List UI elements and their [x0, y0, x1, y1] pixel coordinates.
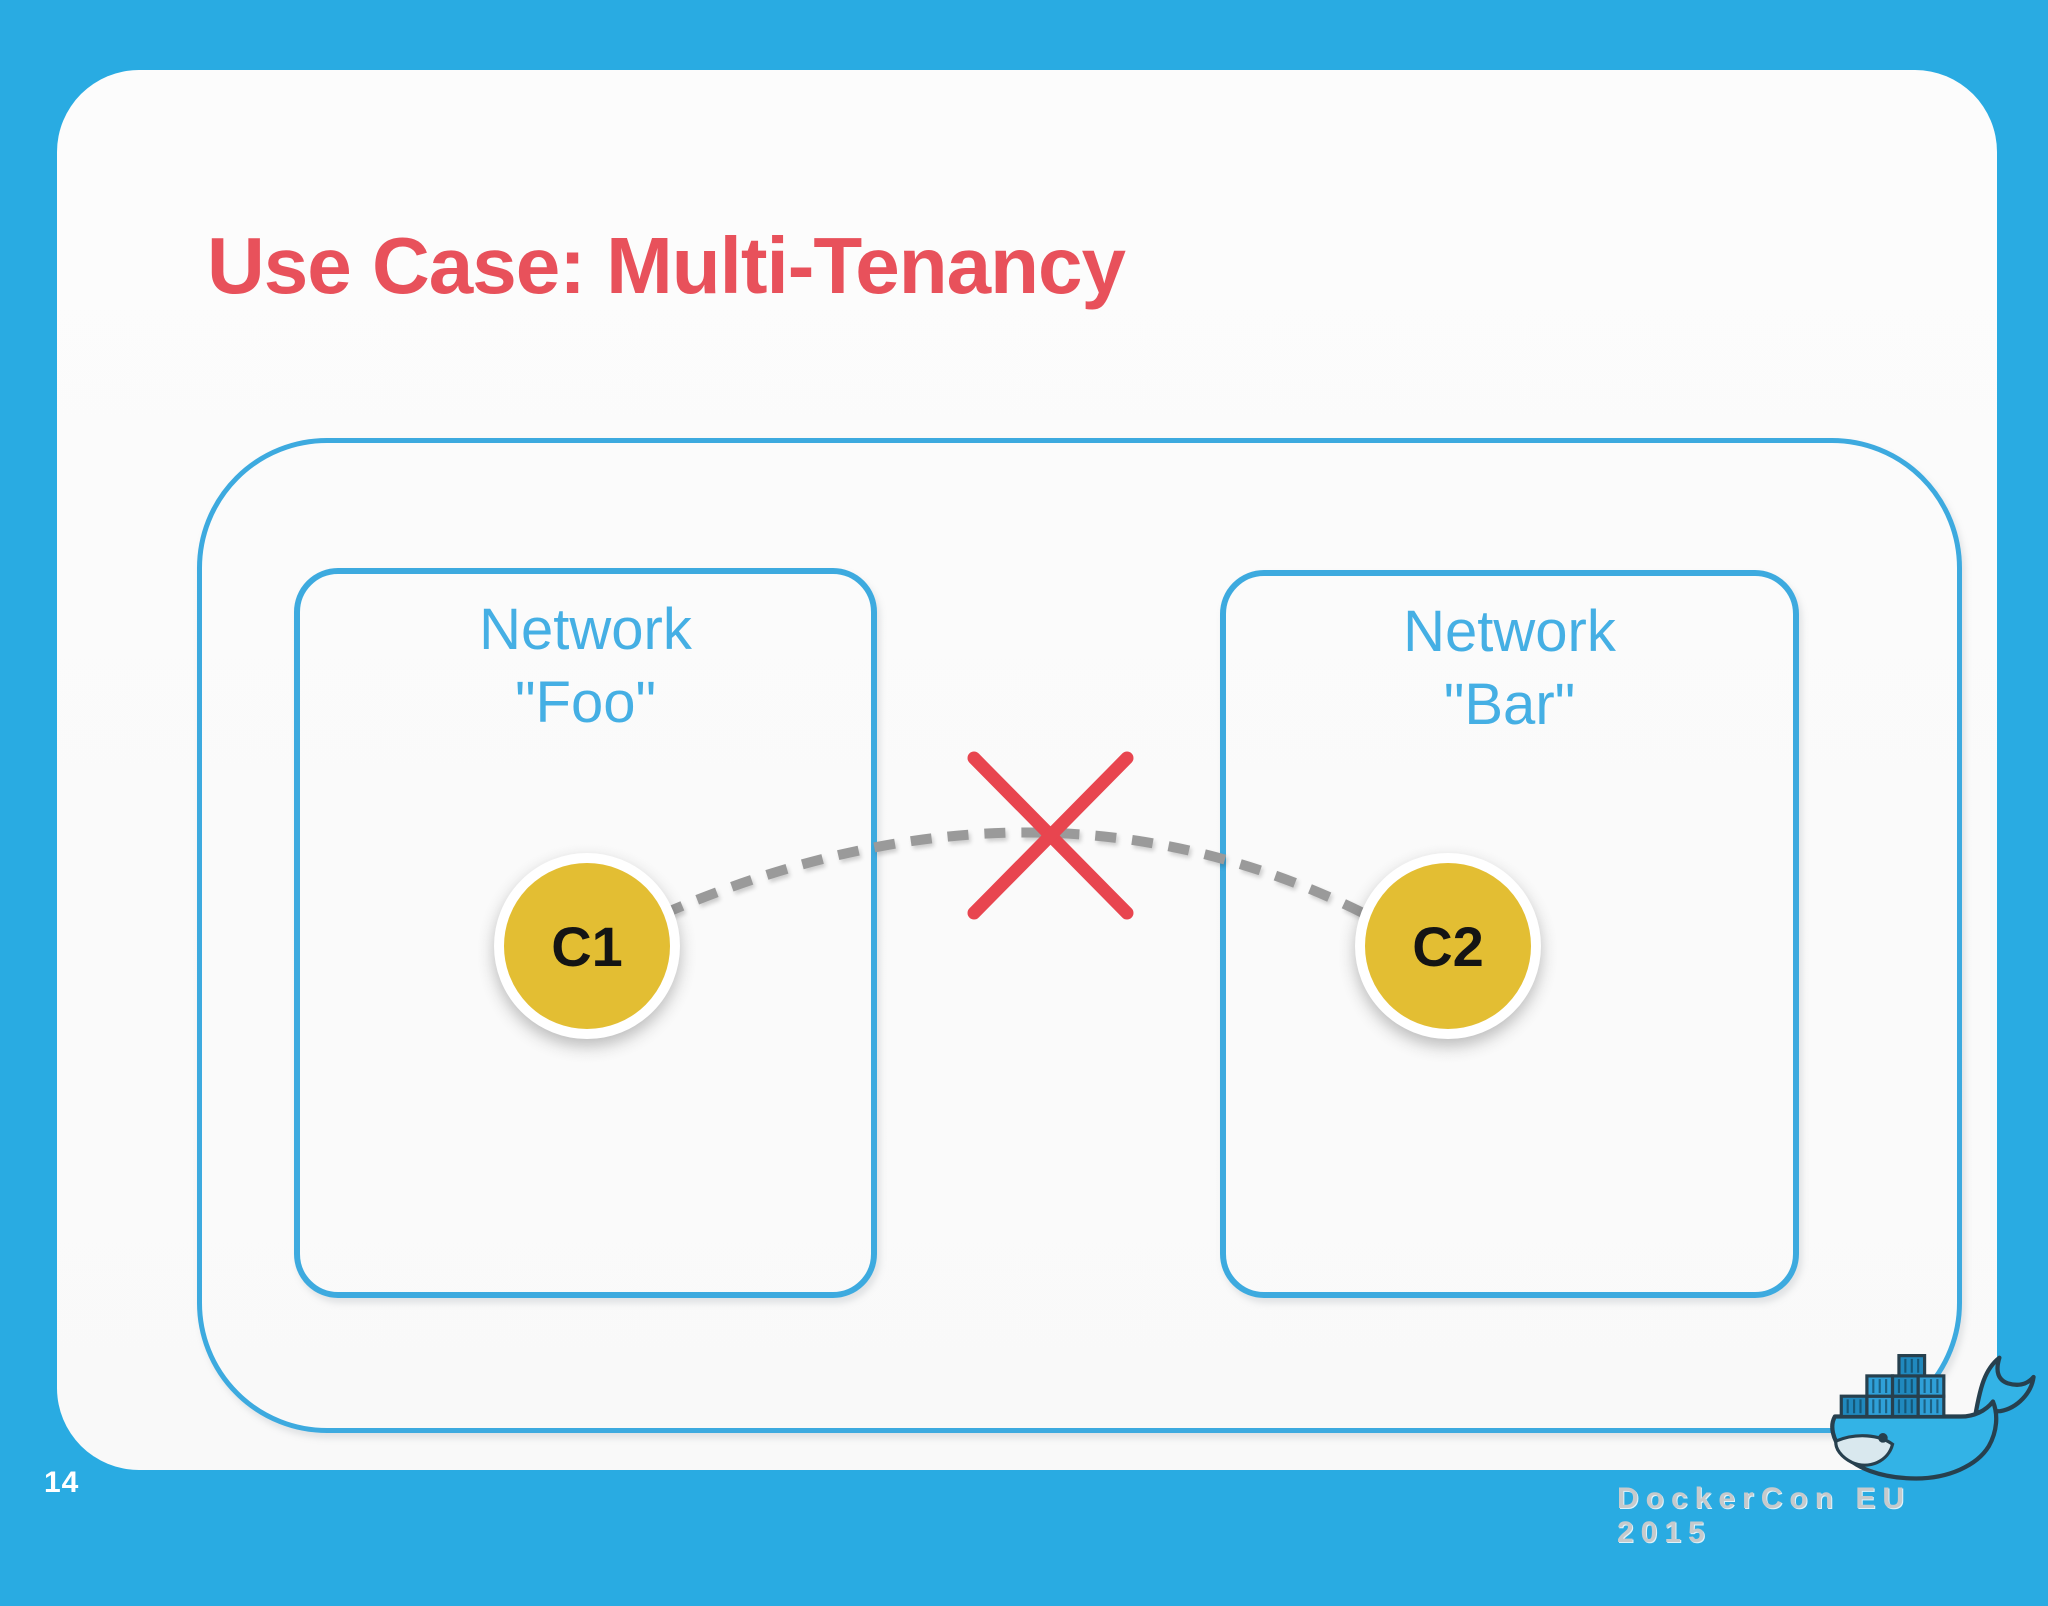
container-c2: C2 [1355, 853, 1541, 1039]
container-c1-label: C1 [551, 914, 623, 978]
docker-whale-icon [1830, 1354, 2036, 1481]
host-boundary-box [197, 438, 1962, 1433]
network-bar-label-line2: "Bar" [1443, 672, 1576, 738]
network-bar-label: Network "Bar" [1226, 576, 1793, 741]
network-foo-label-line1: Network [479, 597, 692, 662]
network-bar-label-line1: Network [1403, 599, 1616, 664]
network-box-foo: Network "Foo" [294, 568, 877, 1298]
page-title: Use Case: Multi-Tenancy [207, 221, 1126, 310]
container-c1: C1 [494, 853, 680, 1039]
slide-frame: Use Case: Multi-Tenancy Network "Foo" Ne… [44, 70, 2036, 1549]
network-foo-label: Network "Foo" [300, 574, 871, 739]
network-foo-label-line2: "Foo" [514, 670, 657, 736]
slide-canvas: Use Case: Multi-Tenancy Network "Foo" Ne… [57, 70, 1997, 1549]
watermark-text: DockerCon EU 2015 [1617, 1482, 1912, 1549]
container-c2-label: C2 [1412, 914, 1484, 978]
network-box-bar: Network "Bar" [1220, 570, 1799, 1298]
page-number: 14 [44, 1466, 80, 1499]
